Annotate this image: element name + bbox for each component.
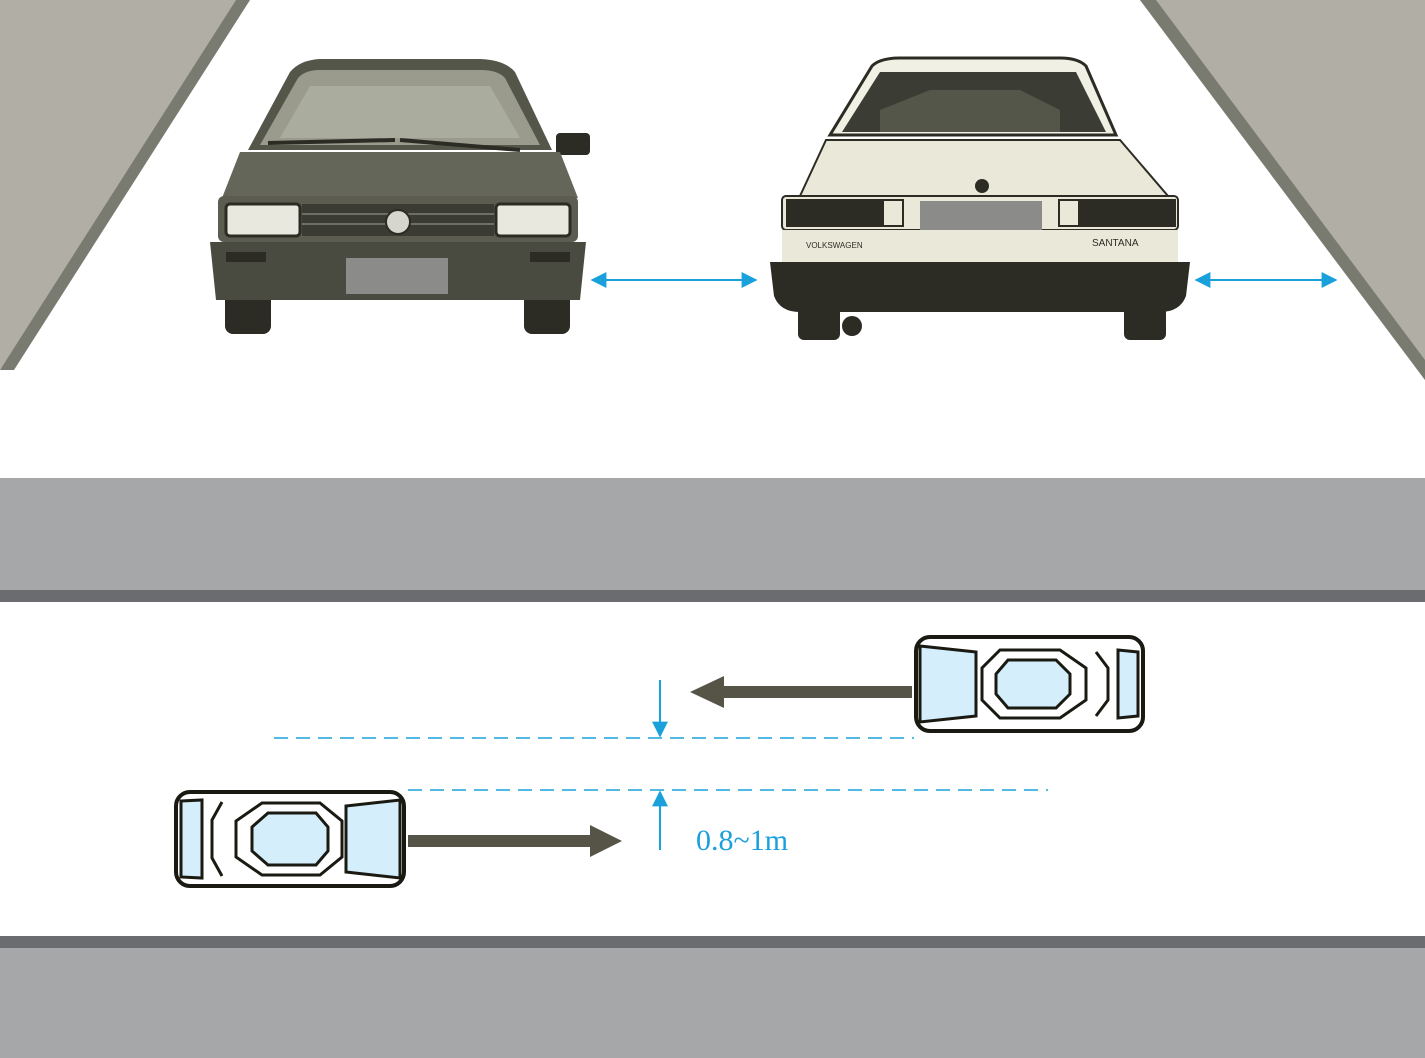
direction-arrow-icon [690,676,912,708]
lower-curb [0,936,1425,948]
upper-curb [0,590,1425,602]
upper-sidewalk [0,478,1425,590]
rear-badge-right: SANTANA [1092,238,1139,249]
front-view-panel: VOLKSWAGEN SANTANA [0,0,1425,380]
car-top-view-icon [914,635,1145,733]
right-road-edge-stripe [1140,0,1425,380]
lateral-spacing-label: 0.8~1m [696,824,788,857]
direction-arrow-icon [408,825,622,857]
car-top-view-icon [174,790,406,888]
front-plate-blur [346,258,448,294]
left-road-edge-stripe [0,0,250,370]
oncoming-car-front-view-icon [210,59,590,334]
rear-badge-left: VOLKSWAGEN [806,241,863,250]
top-view-panel: 0.8~1m [0,478,1425,1058]
car-rear-view-icon: VOLKSWAGEN SANTANA [770,56,1190,340]
lower-sidewalk [0,948,1425,1058]
